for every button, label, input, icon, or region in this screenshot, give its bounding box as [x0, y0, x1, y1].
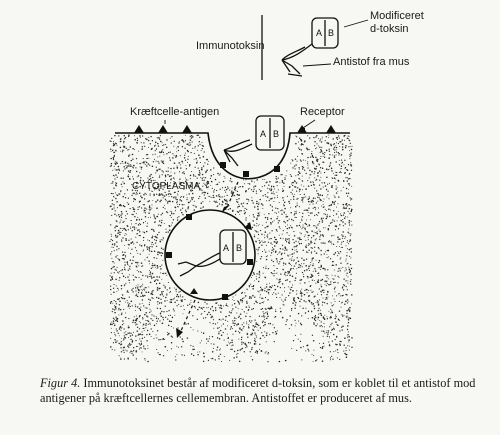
inset-subunit-b: B: [328, 28, 334, 38]
inset-subunit-a: A: [316, 28, 322, 38]
inset-immunotoxin: [281, 17, 339, 77]
figure-caption: Figur 4. Immunotoksinet består af modifi…: [40, 376, 480, 406]
toxin-label-line1: Modificeret: [370, 10, 424, 22]
release-arrow: [179, 299, 196, 334]
release-arrowhead: [176, 328, 183, 338]
vesicle-markers: [166, 214, 253, 300]
vesicle-subunit-a: A: [223, 243, 229, 253]
antibody-label: Antistof fra mus: [333, 56, 410, 68]
bound-immunotoxin: [223, 115, 285, 167]
cytoplasm-label: CYTOPLASMA: [132, 181, 201, 192]
vesicle-subunit-b: B: [236, 243, 242, 253]
bound-subunit-b: B: [273, 129, 279, 139]
vesicle-immunotoxin: [177, 229, 247, 277]
membrane-receptors: [220, 128, 305, 177]
receptor-label: Receptor: [300, 106, 345, 118]
membrane-antigens: [134, 125, 336, 133]
inset-title-label: Immunotoksin: [196, 40, 265, 52]
cytoplasm-stipple: [109, 134, 353, 363]
antigen-label: Kræftcelle-antigen: [130, 106, 220, 118]
caption-text: Immunotoksinet består af modificeret d-t…: [40, 376, 476, 405]
cell-membrane: [115, 132, 350, 180]
toxin-label-line2: d-toksin: [370, 23, 409, 35]
bound-subunit-a: A: [260, 129, 266, 139]
endocytosis-arrow: [225, 181, 239, 211]
caption-figure-label: Figur 4.: [40, 376, 81, 390]
